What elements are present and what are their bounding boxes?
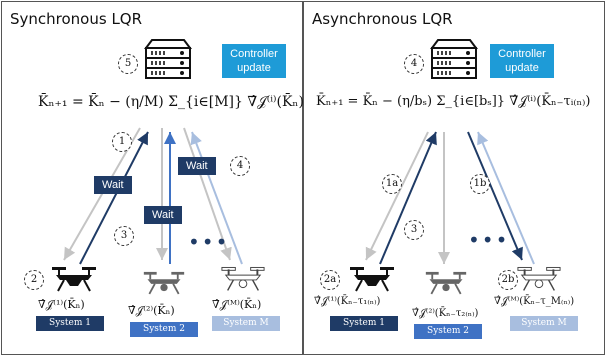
- system-2-badge: System 2: [130, 322, 198, 337]
- drone-icon: [143, 271, 185, 295]
- step-5: 5: [118, 54, 138, 74]
- step-4: 4: [404, 54, 424, 74]
- step-1: 1: [112, 132, 132, 152]
- controller-update-box: Controller update: [222, 44, 286, 78]
- step-2b: 2b: [498, 270, 518, 290]
- system-1-badge: System 1: [330, 316, 398, 331]
- upload-arrow-1: [379, 131, 437, 265]
- broadcast-arrow-M: [467, 131, 523, 261]
- step-3: 3: [404, 220, 424, 240]
- async-update-formula: K̄ₙ₊₁ = K̄ₙ − (η/bₛ) Σ_{i∈[bₛ]} ∇̂𝒥⁽ⁱ⁾(K…: [316, 94, 591, 109]
- system-M-badge: System M: [510, 316, 578, 331]
- step-1a: 1a: [382, 174, 402, 194]
- ellipsis: •••: [188, 230, 230, 254]
- panel-title: Asynchronous LQR: [312, 10, 453, 28]
- controller-update-box: Controller update: [490, 44, 554, 78]
- upload-arrow-1: [79, 131, 149, 265]
- gradient-label-M: ∇̂𝒥⁽ᴹ⁾(K̄ₙ₋τ_M₍ₙ₎): [494, 296, 575, 307]
- step-2a: 2a: [320, 270, 340, 290]
- broadcast-arrow-1: [365, 131, 429, 261]
- async-arrows: [365, 131, 535, 265]
- system-2-badge: System 2: [414, 324, 482, 339]
- synchronous-panel: Synchronous LQR Controller update 5 K̄ₙ₊…: [1, 1, 304, 355]
- drone-icon: [52, 267, 96, 292]
- gradient-label-M: ∇̂𝒥⁽ᴹ⁾(K̄ₙ): [212, 298, 262, 311]
- server-icon: [144, 39, 192, 79]
- gradient-label-2: ∇̂𝒥⁽²⁾(K̄ₙ₋τ₂₍ₙ₎): [412, 308, 479, 319]
- system-M-badge: System M: [212, 316, 280, 331]
- upload-arrow-M: [477, 131, 535, 265]
- server-icon: [430, 39, 478, 79]
- asynchronous-panel: Asynchronous LQR Controller update 4 K̄ₙ…: [303, 1, 605, 355]
- panel-title: Synchronous LQR: [10, 10, 143, 28]
- wait-label-M: Wait: [178, 157, 216, 175]
- ellipsis: •••: [468, 228, 510, 252]
- step-4: 4: [230, 156, 250, 176]
- wait-label-2: Wait: [144, 206, 182, 224]
- step-2: 2: [24, 270, 44, 290]
- drone-icon: [350, 267, 394, 292]
- gradient-label-1: ∇̂𝒥⁽¹⁾(K̄ₙ): [38, 298, 85, 311]
- drone-icon: [517, 266, 561, 291]
- wait-label-1: Wait: [94, 176, 132, 194]
- step-3: 3: [114, 226, 134, 246]
- gradient-label-1: ∇̂𝒥⁽¹⁾(K̄ₙ₋τ₁₍ₙ₎): [314, 296, 381, 307]
- system-1-badge: System 1: [36, 316, 104, 331]
- drone-icon: [221, 266, 265, 291]
- broadcast-arrow-M: [183, 127, 232, 261]
- gradient-label-2: ∇̂𝒥⁽²⁾(K̄ₙ): [128, 304, 175, 317]
- upload-arrow-M: [190, 131, 243, 265]
- drone-icon: [425, 271, 467, 295]
- step-1b: 1b: [470, 174, 490, 194]
- sync-update-formula: K̄ₙ₊₁ = K̄ₙ − (η/M) Σ_{i∈[M]} ∇̂𝒥⁽ⁱ⁾(K̄ₙ…: [38, 94, 304, 110]
